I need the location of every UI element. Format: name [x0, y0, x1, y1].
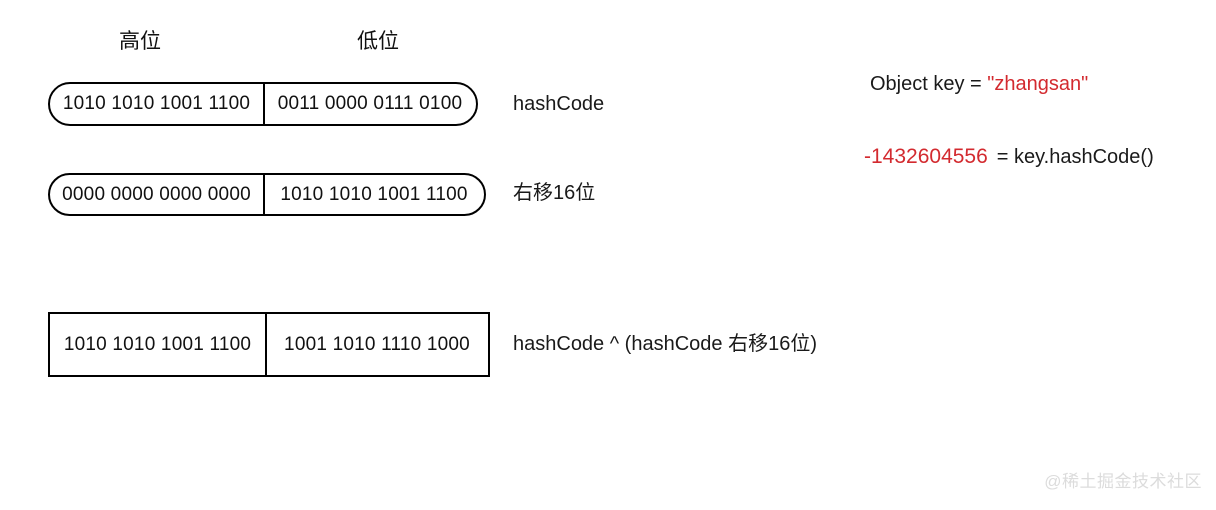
column-header-high-bits: 高位	[119, 30, 161, 53]
annotation-hash-number: -1432604556	[864, 145, 988, 168]
bit-cell-hashcode-high: 1010 1010 1001 1100	[62, 93, 251, 114]
annotation-hashcode-value: -1432604556 = key.hashCode()	[864, 146, 1154, 167]
annotation-object-key: Object key = "zhangsan"	[870, 74, 1088, 94]
row-label-hashcode: hashCode	[513, 93, 605, 115]
row-label-xor-result: hashCode ^ (hashCode 右移16位)	[513, 333, 817, 355]
watermark-text: @稀土掘金技术社区	[1044, 472, 1202, 491]
bit-row-xor-result: 1010 1010 1001 1100 1001 1010 1110 1000	[48, 312, 490, 377]
column-header-low-bits: 低位	[357, 30, 399, 53]
bit-cell-shifted-low: 1010 1010 1001 1100	[263, 175, 483, 214]
annotation-hash-expression: = key.hashCode()	[996, 146, 1154, 168]
bit-cell-xor-low: 1001 1010 1110 1000	[265, 314, 487, 375]
bit-cell-shifted-high: 0000 0000 0000 0000	[62, 183, 251, 205]
bit-row-hashcode: 1010 1010 1001 1100 0011 0000 0111 0100	[48, 82, 478, 126]
annotation-key-prefix: Object key =	[870, 73, 988, 95]
bit-cell-xor-high: 1010 1010 1001 1100	[63, 333, 252, 355]
row-label-shifted: 右移16位	[513, 182, 596, 204]
bit-row-shifted: 0000 0000 0000 0000 1010 1010 1001 1100	[48, 173, 486, 216]
annotation-key-value: "zhangsan"	[987, 73, 1089, 95]
bit-cell-hashcode-low: 0011 0000 0111 0100	[263, 84, 475, 124]
